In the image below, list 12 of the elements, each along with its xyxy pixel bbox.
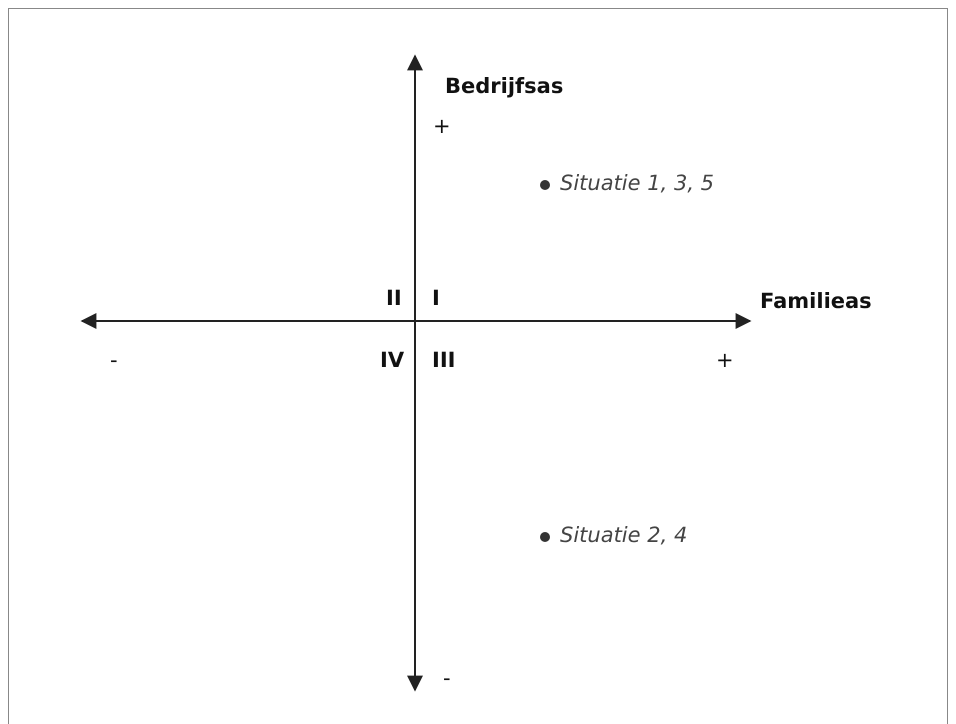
quadrant-number: IV [380, 350, 404, 371]
plus-sign: + [433, 116, 451, 137]
data-point-label: Situatie 2, 4 [560, 525, 688, 546]
plus-sign: + [716, 350, 734, 371]
quadrant-number: I [432, 288, 440, 309]
minus-sign: - [110, 350, 118, 371]
axis-title: Bedrijfsas [445, 76, 564, 97]
data-point-label: Situatie 1, 3, 5 [560, 173, 714, 194]
quadrant-number: II [386, 288, 402, 309]
quadrant-number: III [432, 350, 456, 371]
axis-title: Familieas [760, 291, 872, 312]
minus-sign: - [443, 668, 451, 689]
